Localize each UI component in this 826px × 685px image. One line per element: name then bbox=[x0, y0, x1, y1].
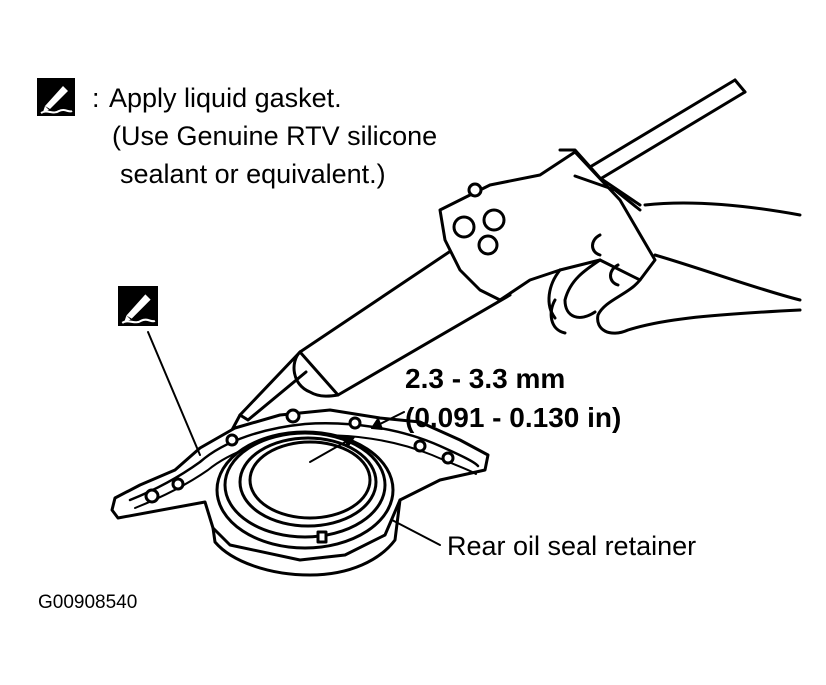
legend-prefix: : bbox=[92, 83, 100, 113]
callout-liquid-gasket-icon bbox=[118, 286, 158, 326]
dimension-metric: 2.3 - 3.3 mm bbox=[405, 363, 566, 394]
part-label-leader bbox=[391, 519, 441, 546]
liquid-gasket-icon bbox=[37, 78, 75, 116]
sealant-gun-frame bbox=[438, 148, 657, 302]
rear-oil-seal-retainer bbox=[110, 408, 490, 577]
dimension-arrows bbox=[309, 411, 405, 463]
callout-leader bbox=[147, 331, 201, 456]
hand bbox=[547, 201, 802, 335]
legend-line-1: Apply liquid gasket. bbox=[109, 83, 342, 113]
legend-line-3: sealant or equivalent.) bbox=[120, 159, 386, 189]
figure-id: G00908540 bbox=[38, 592, 138, 613]
part-label: Rear oil seal retainer bbox=[447, 531, 697, 561]
legend-line-2: (Use Genuine RTV silicone bbox=[112, 121, 438, 151]
dimension-imperial: (0.091 - 0.130 in) bbox=[405, 402, 622, 433]
